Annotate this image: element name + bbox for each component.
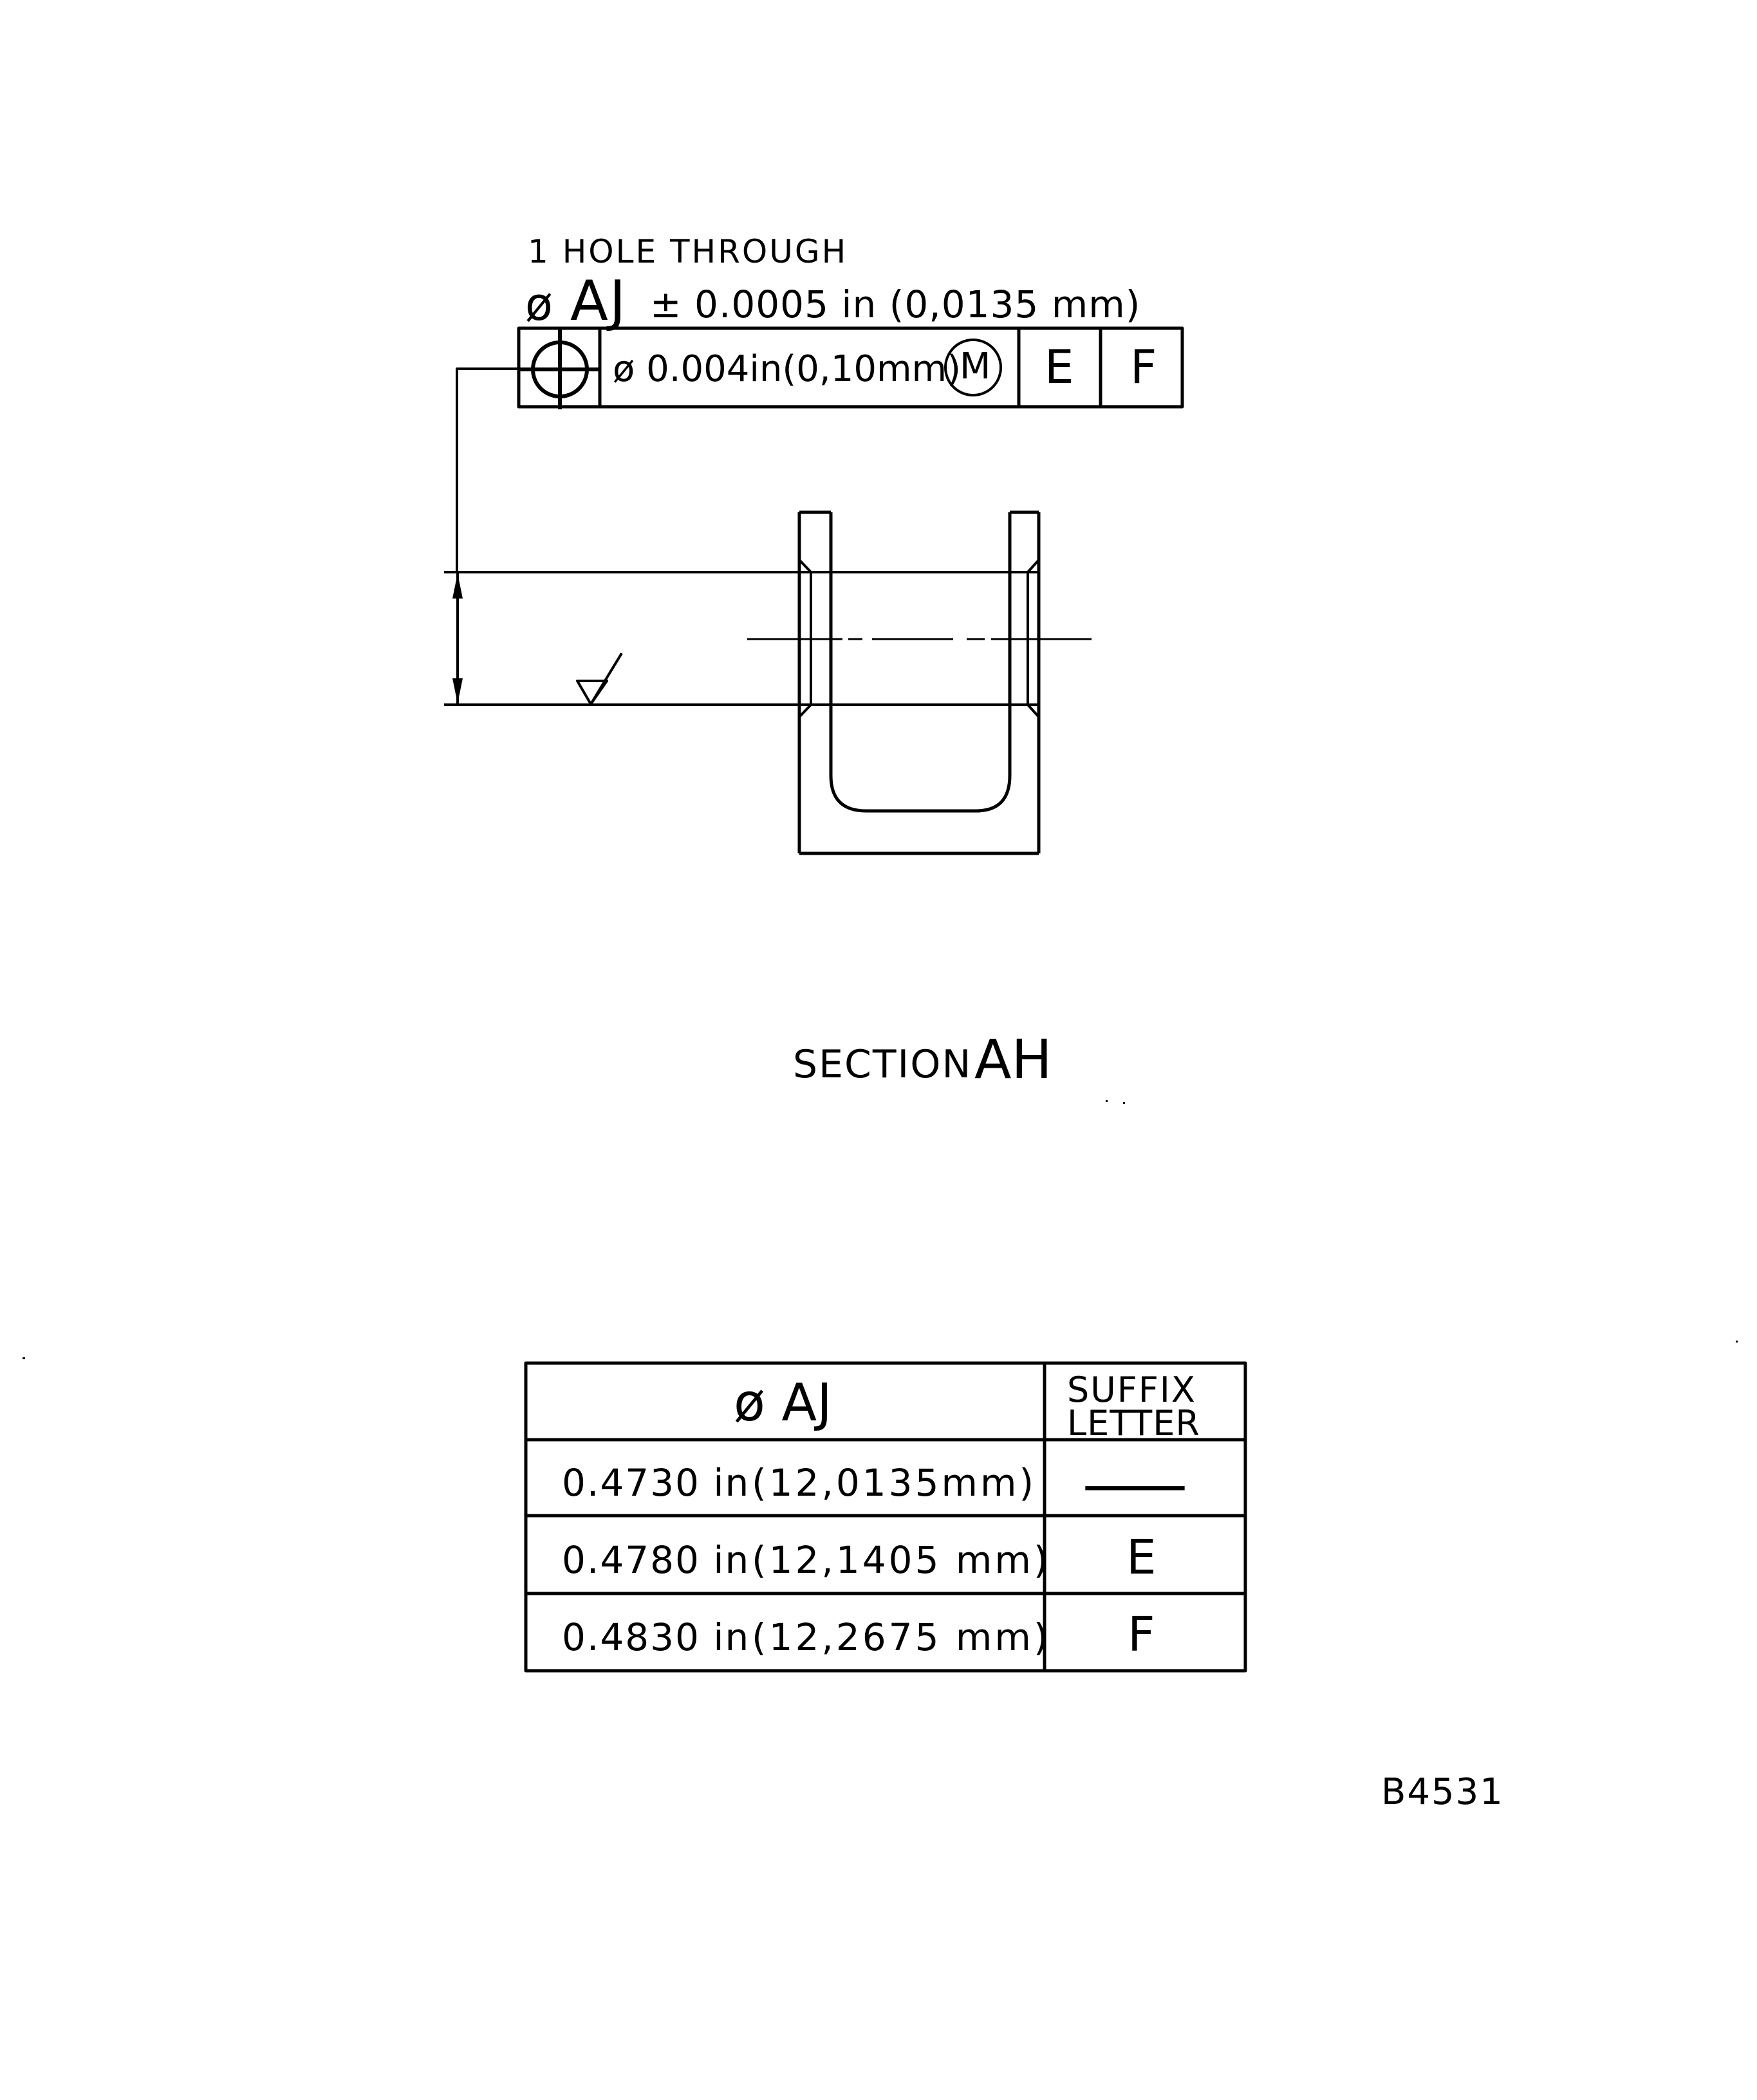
figure-id: B4531 — [1381, 1771, 1504, 1813]
table-row-1-inch: 0.4730 in — [562, 1461, 750, 1505]
position-tolerance: ø 0.004in(0,10mm) — [613, 348, 961, 390]
max-material-modifier: M — [960, 346, 991, 387]
section-label-id: AH — [974, 1028, 1052, 1091]
datum-f: F — [1130, 340, 1157, 394]
leader-line — [456, 367, 520, 573]
max-material-modifier-circle — [944, 339, 1002, 396]
table-header-suffix-line2: LETTER — [1067, 1403, 1200, 1444]
table-row-2-suffix: E — [1126, 1530, 1157, 1585]
table-row-2-mm: (12,1405 mm) — [752, 1538, 1051, 1582]
table-row-1-mm: (12,0135mm) — [752, 1461, 1037, 1505]
size-tolerance: ± 0.0005 in (0,0135 mm) — [650, 283, 1141, 326]
diameter-symbol: ø — [525, 278, 553, 331]
position-icon — [520, 330, 600, 409]
part-outline — [797, 510, 1041, 855]
table-row-3-suffix: F — [1128, 1607, 1155, 1662]
table-row-3-inch: 0.4830 in — [562, 1615, 750, 1659]
table-row-2-inch: 0.4780 in — [562, 1538, 750, 1582]
table-header-dimension: ø AJ — [734, 1373, 832, 1433]
feature-label: AJ — [570, 269, 628, 333]
dimension-arrows — [452, 573, 463, 703]
table-row-3-mm: (12,2675 mm) — [752, 1615, 1051, 1659]
table-header-suffix-line1: SUFFIX — [1067, 1370, 1196, 1410]
extension-lines — [444, 571, 1039, 706]
surface-finish-icon — [576, 652, 623, 705]
dimension-table-grid — [524, 1361, 1247, 1673]
scan-noise — [23, 1100, 1738, 1359]
hole-note: 1 HOLE THROUGH — [528, 233, 848, 270]
datum-e: E — [1045, 340, 1074, 394]
section-label-prefix: SECTION — [793, 1042, 972, 1087]
table-row-1-suffix: — — [1080, 1451, 1190, 1518]
